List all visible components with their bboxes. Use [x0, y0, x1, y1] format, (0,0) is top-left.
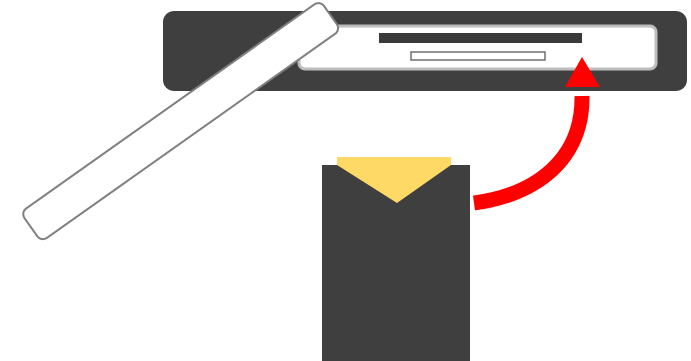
card-contact-strip: [337, 157, 451, 166]
sim-card: [322, 157, 470, 361]
slot-panel: [299, 26, 656, 69]
arrow-shaft: [474, 96, 582, 203]
card-slot-opening: [379, 33, 582, 43]
secondary-slot: [411, 52, 545, 60]
